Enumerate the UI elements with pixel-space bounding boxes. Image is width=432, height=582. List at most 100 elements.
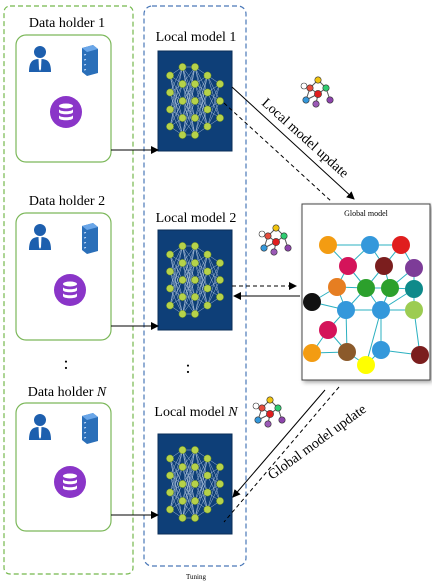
nn-node — [191, 80, 199, 88]
graph-node — [405, 259, 423, 277]
nn-node — [203, 488, 212, 497]
model-update-icon — [258, 224, 292, 256]
nn-node — [203, 454, 212, 463]
nn-node — [166, 284, 174, 293]
nn-node — [203, 250, 212, 259]
graph-node — [339, 257, 357, 275]
graph-node — [372, 301, 390, 319]
nn-node — [166, 105, 174, 114]
nn-node — [166, 122, 174, 131]
nn-node — [216, 463, 224, 471]
nn-node — [166, 488, 174, 497]
nn-node — [216, 259, 224, 267]
graph-node — [357, 279, 375, 297]
nn-node — [203, 105, 212, 114]
data-holder-2-title: Data holder 2 — [29, 194, 105, 209]
nn-node — [166, 454, 174, 463]
nn-node — [191, 497, 199, 505]
nn-node — [178, 276, 187, 284]
nn-node — [216, 480, 224, 488]
graph-node — [319, 236, 337, 254]
nn-node — [216, 293, 224, 301]
data-holder-1: Data holder 1 — [15, 16, 112, 163]
nn-node — [178, 131, 187, 139]
nn-node — [191, 293, 199, 301]
graph-node — [381, 279, 399, 297]
graph-edge — [365, 309, 382, 366]
local-update-label: Local model update — [258, 96, 351, 182]
server-icon — [81, 44, 99, 77]
nn-node — [178, 310, 187, 318]
nn-node — [191, 276, 199, 284]
nn-node — [203, 71, 212, 80]
nn-node — [178, 259, 187, 267]
nn-node — [178, 114, 187, 122]
server-icon — [81, 222, 99, 255]
nn-node — [203, 301, 212, 310]
nn-node — [191, 97, 199, 105]
nn-node — [166, 250, 174, 259]
local-model-2-title: Local model 2 — [156, 211, 237, 226]
nn-node — [166, 505, 174, 514]
graph-node — [357, 356, 375, 374]
nn-node — [178, 80, 187, 88]
nn-node — [203, 284, 212, 293]
nn-node — [216, 497, 224, 505]
nn-node — [191, 310, 199, 318]
nn-node — [191, 114, 199, 122]
nn-node — [166, 71, 174, 80]
nn-node — [203, 88, 212, 97]
arrow-global-update — [232, 389, 326, 498]
graph-node — [328, 278, 346, 296]
nn-node — [203, 505, 212, 514]
arrow-global-update-dashed — [223, 386, 340, 523]
nn-node — [166, 88, 174, 97]
graph-node — [361, 236, 379, 254]
database-icon — [50, 96, 82, 128]
global-model: Global model — [301, 203, 431, 381]
tuning-label: Tuning — [186, 573, 206, 581]
nn-node — [166, 471, 174, 480]
nn-node — [191, 259, 199, 267]
global-graph — [303, 236, 429, 374]
database-icon — [54, 274, 86, 306]
nn-node — [191, 463, 199, 471]
server-icon — [81, 412, 99, 445]
data-holder-n: Data holder N — [15, 385, 112, 532]
nn-node — [166, 267, 174, 276]
local-model-1-title: Local model 1 — [156, 30, 237, 45]
nn-node — [178, 463, 187, 471]
model-update-icon — [300, 76, 334, 108]
graph-node — [303, 293, 321, 311]
global-model-title: Global model — [344, 209, 389, 218]
nn-node — [178, 446, 187, 454]
nn-node — [178, 63, 187, 71]
nn-node — [178, 480, 187, 488]
nn-node — [178, 293, 187, 301]
graph-node — [405, 301, 423, 319]
nn-node — [216, 97, 224, 105]
data-holders-group — [3, 5, 134, 575]
nn-node — [191, 131, 199, 139]
nn-node — [191, 480, 199, 488]
ellipsis-holders: : — [63, 353, 68, 373]
model-update-icon — [252, 396, 286, 428]
nn-node — [191, 446, 199, 454]
graph-node — [375, 257, 393, 275]
graph-node — [405, 280, 423, 298]
database-icon — [54, 466, 86, 498]
neural-network-panel-n — [157, 433, 233, 535]
nn-node — [191, 514, 199, 522]
arrow-local-update-dashed — [223, 102, 333, 203]
graph-node — [337, 301, 355, 319]
nn-node — [203, 122, 212, 131]
nn-node — [216, 114, 224, 122]
nn-node — [203, 267, 212, 276]
neural-network-panel-2 — [157, 229, 233, 331]
data-holder-2: Data holder 2 — [15, 194, 112, 341]
nn-node — [166, 301, 174, 310]
nn-node — [191, 63, 199, 71]
global-update-label: Global model update — [266, 402, 370, 483]
nn-node — [216, 80, 224, 88]
